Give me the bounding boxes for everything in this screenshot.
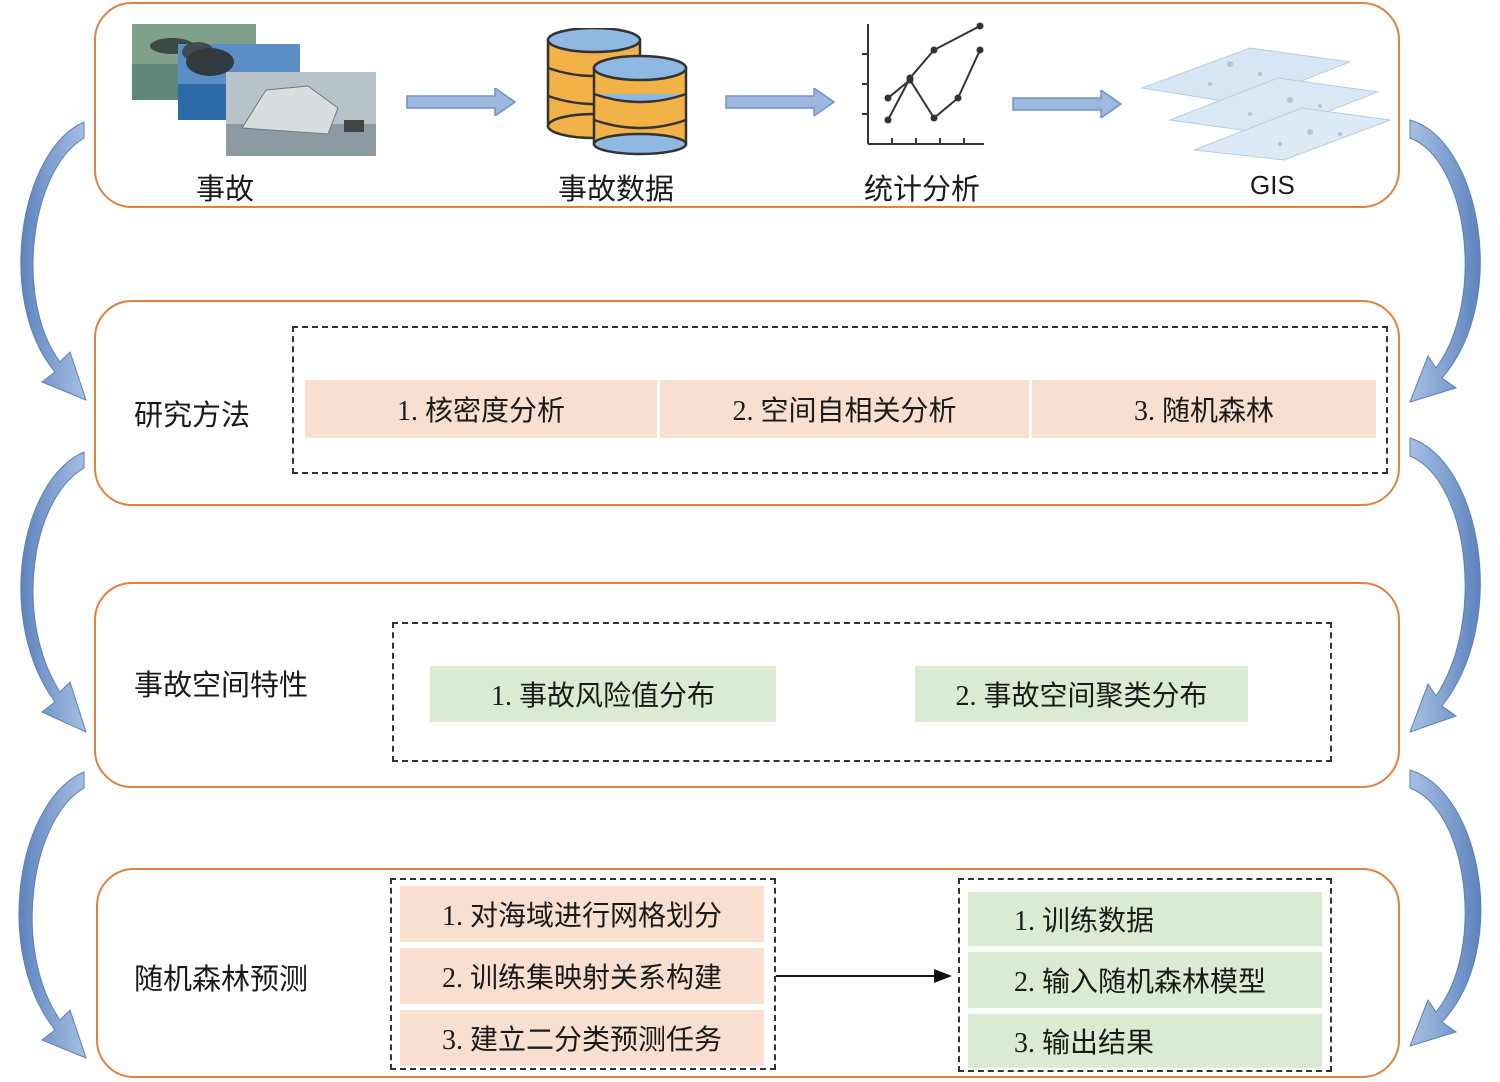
method-item-kde: 1. 核密度分析 (305, 380, 657, 438)
forest-connector-arrow (776, 969, 952, 983)
forest-left-item-2: 2. 训练集映射关系构建 (400, 948, 764, 1004)
right-flow-arrow-1 (1409, 119, 1481, 403)
right-flow-arrow-2 (1409, 437, 1481, 733)
accident-photos-icon (132, 24, 376, 156)
forest-right-item-3: 3. 输出结果 (968, 1014, 1322, 1068)
caption-gis: GIS (1250, 170, 1295, 200)
forest-title: 随机森林预测 (134, 964, 309, 996)
method-item-random-forest: 3. 随机森林 (1032, 380, 1376, 438)
pipeline-arrow-2 (725, 88, 836, 116)
method-item-autocorrelation: 2. 空间自相关分析 (660, 380, 1029, 438)
pipeline-arrow-1 (406, 88, 517, 116)
line-chart-icon (862, 22, 984, 145)
caption-statistics: 统计分析 (864, 174, 981, 206)
forest-left-item-1: 1. 对海域进行网格划分 (400, 886, 764, 942)
gis-layers-icon (1140, 47, 1391, 161)
methods-group (292, 326, 1388, 474)
left-flow-arrow-3 (18, 771, 87, 1059)
spatial-title: 事故空间特性 (134, 670, 309, 702)
left-flow-arrow-2 (20, 451, 87, 733)
forest-left-item-3: 3. 建立二分类预测任务 (400, 1010, 764, 1066)
database-icon (546, 28, 688, 156)
spatial-group (392, 622, 1332, 762)
forest-right-group (958, 878, 1332, 1072)
methods-title: 研究方法 (134, 400, 251, 432)
spatial-item-cluster: 2. 事故空间聚类分布 (915, 666, 1248, 722)
spatial-item-risk: 1. 事故风险值分布 (430, 666, 776, 722)
pipeline-arrow-3 (1012, 90, 1123, 118)
forest-left-group (390, 878, 776, 1070)
caption-accident: 事故 (196, 174, 255, 206)
forest-right-item-2: 2. 输入随机森林模型 (968, 952, 1322, 1008)
right-flow-arrow-3 (1409, 769, 1482, 1047)
forest-right-item-1: 1. 训练数据 (968, 892, 1322, 946)
caption-accident-data: 事故数据 (558, 174, 675, 206)
left-flow-arrow-1 (20, 121, 87, 401)
